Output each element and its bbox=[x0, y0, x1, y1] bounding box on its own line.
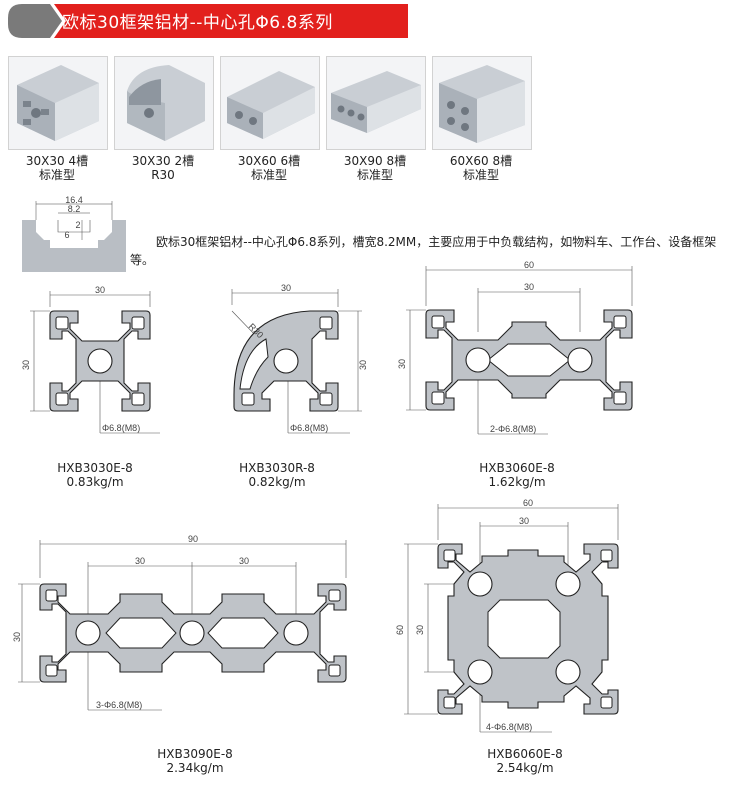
svg-text:2-Φ6.8(M8): 2-Φ6.8(M8) bbox=[490, 424, 536, 434]
svg-text:30: 30 bbox=[21, 360, 31, 370]
slot-outer-width: 16.4 bbox=[65, 196, 83, 205]
slot-depth-b: 6 bbox=[64, 230, 69, 240]
svg-text:30: 30 bbox=[12, 632, 22, 642]
profile-drawing-6060e: 60 30 60 30 4-Φ6.8(M8) bbox=[395, 498, 619, 733]
svg-text:30: 30 bbox=[281, 283, 291, 293]
svg-text:30: 30 bbox=[95, 285, 105, 295]
svg-text:Φ6.8(M8): Φ6.8(M8) bbox=[290, 423, 328, 433]
svg-text:30: 30 bbox=[519, 516, 529, 526]
product-photo-6060 bbox=[432, 56, 532, 150]
slot-width: 8.2 bbox=[68, 204, 81, 214]
svg-text:30: 30 bbox=[358, 360, 368, 370]
product-caption: 30X60 6槽标准型 bbox=[237, 154, 301, 182]
profile-drawing-3090e: 90 30 30 30 3-Φ6.8(M8) bbox=[12, 534, 347, 711]
product-photo-3030 bbox=[8, 56, 108, 150]
page-title: 欧标30框架铝材--中心孔Φ6.8系列 bbox=[62, 13, 333, 33]
svg-text:Φ6.8(M8): Φ6.8(M8) bbox=[102, 423, 140, 433]
product-photo-3090 bbox=[326, 56, 426, 150]
svg-text:60: 60 bbox=[395, 625, 405, 635]
product-photo-3060 bbox=[220, 56, 320, 150]
svg-text:30: 30 bbox=[415, 625, 425, 635]
slot-depth-a: 2 bbox=[75, 220, 80, 230]
slot-detail-diagram: 16.4 8.2 2 6 bbox=[22, 196, 126, 272]
svg-text:90: 90 bbox=[188, 534, 198, 544]
header-bar bbox=[8, 4, 408, 38]
description: 欧标30框架铝材--中心孔Φ6.8系列，槽宽8.2MM，主要应用于中负载结构，如… bbox=[130, 235, 717, 267]
profile-drawing-3030e: 30 30 Φ6.8(M8) bbox=[21, 285, 160, 434]
svg-text:4-Φ6.8(M8): 4-Φ6.8(M8) bbox=[486, 722, 532, 732]
svg-text:30: 30 bbox=[524, 282, 534, 292]
product-photo-3030r bbox=[114, 56, 214, 150]
svg-text:3-Φ6.8(M8): 3-Φ6.8(M8) bbox=[96, 700, 142, 710]
svg-text:30: 30 bbox=[397, 359, 407, 369]
profile-drawing-3060e: 60 30 30 2-Φ6.8(M8) bbox=[397, 260, 633, 435]
svg-text:30: 30 bbox=[239, 556, 249, 566]
svg-text:30: 30 bbox=[135, 556, 145, 566]
product-caption: 60X60 8槽标准型 bbox=[449, 154, 513, 182]
product-caption: 30X30 4槽标准型 bbox=[25, 154, 89, 182]
product-caption: 30X90 8槽标准型 bbox=[343, 154, 407, 182]
svg-text:60: 60 bbox=[523, 498, 533, 508]
profile-drawing-3030r: 30 30 R30 Φ6.8(M8) bbox=[231, 283, 368, 434]
svg-text:60: 60 bbox=[524, 260, 534, 270]
